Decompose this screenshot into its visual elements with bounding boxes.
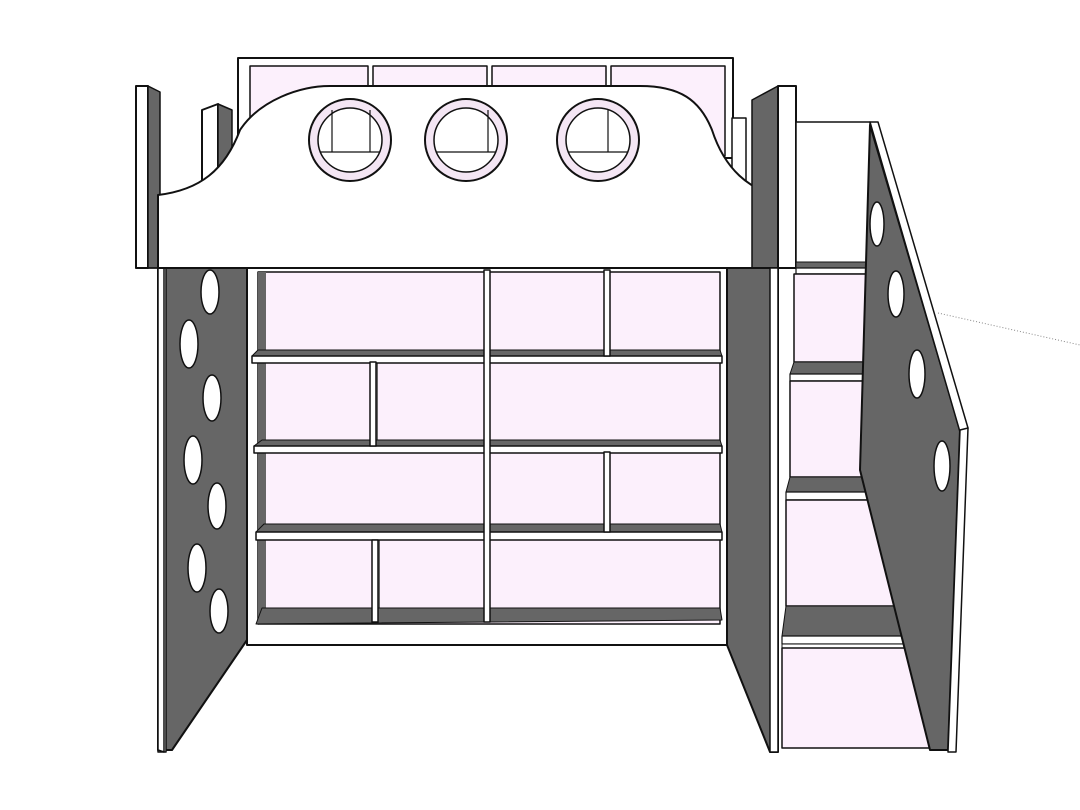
front-left-post	[135, 85, 149, 269]
left-panel-face	[157, 267, 248, 751]
porthole	[424, 98, 508, 182]
divider	[603, 451, 611, 533]
stair-side-holes	[869, 201, 951, 492]
headboard	[157, 85, 779, 269]
divider	[371, 539, 379, 623]
front-right-post	[777, 85, 797, 269]
right-support-edge	[769, 267, 779, 753]
staircase	[781, 121, 969, 753]
stair-side-front-edge	[947, 427, 969, 753]
left-side-panel	[157, 267, 248, 753]
porthole	[556, 98, 640, 182]
porthole	[308, 98, 392, 182]
front-left-post-lower	[135, 267, 165, 753]
divider	[603, 269, 611, 357]
front-right-post-side	[751, 85, 779, 269]
bookcase	[246, 267, 728, 646]
divider	[369, 361, 377, 447]
left-panel-holes	[179, 269, 229, 634]
stair-top-landing	[795, 121, 871, 269]
guide-line	[937, 312, 1080, 346]
divider	[483, 269, 491, 623]
